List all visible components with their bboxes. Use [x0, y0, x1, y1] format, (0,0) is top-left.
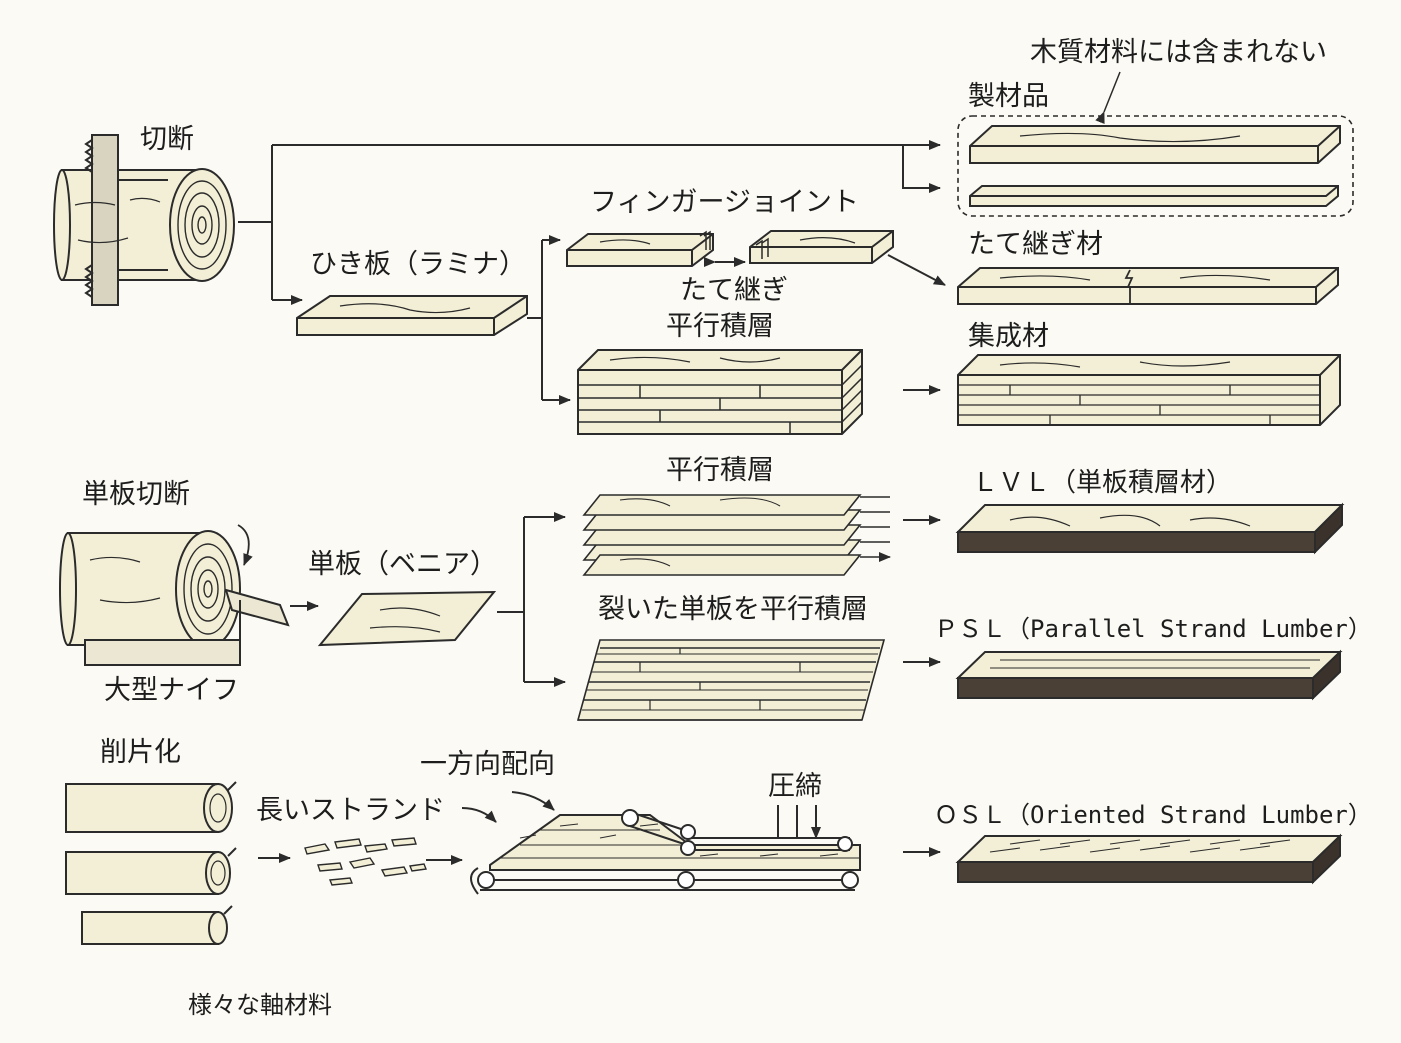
- round-timbers-icon: [65, 781, 237, 945]
- sawn-lumber-box: [957, 71, 1354, 217]
- label-osl: ＯＳＬ（Oriented Strand Lumber）: [934, 801, 1372, 829]
- label-flaking: 削片化: [100, 737, 181, 768]
- osl-board: [955, 833, 1343, 885]
- label-glulam: 集成材: [968, 321, 1049, 352]
- psl-board: [955, 649, 1343, 701]
- label-lamina: ひき板（ラミナ）: [310, 249, 526, 280]
- veneer-peeling-icon: [59, 524, 290, 666]
- label-end-joint: たて継ぎ: [680, 275, 788, 306]
- label-not-wood-material: 木質材料には含まれない: [1030, 37, 1327, 68]
- end-jointed-lumber: [957, 267, 1339, 305]
- label-end-jointed-lumber: たて継ぎ材: [968, 229, 1103, 260]
- label-long-strands: 長いストランド: [256, 795, 445, 826]
- lamina-board: [296, 295, 528, 336]
- label-various-raw-materials: 様々な軸材料: [188, 991, 332, 1019]
- psl-strand-stack: [576, 639, 886, 721]
- log-cutting-icon: [53, 134, 235, 306]
- loose-strands: [304, 837, 427, 886]
- label-sawn-lumber: 製材品: [968, 81, 1049, 112]
- label-psl: ＰＳＬ（Parallel Strand Lumber）: [934, 615, 1372, 643]
- label-finger-joint: フィンガージョイント: [590, 187, 859, 218]
- label-orientation: 一方向配向: [420, 749, 555, 780]
- label-lvl: ＬＶＬ（単板積層材）: [972, 468, 1233, 498]
- glulam-block: [957, 354, 1341, 426]
- label-parallel-lamination-1: 平行積層: [666, 311, 774, 342]
- label-parallel-lamination-2: 平行積層: [666, 455, 774, 486]
- label-cutting: 切断: [140, 124, 194, 155]
- laminated-stack: [577, 349, 863, 435]
- label-veneer-cutting: 単板切断: [82, 479, 190, 510]
- veneer-sheet: [317, 590, 497, 647]
- lvl-board: [955, 502, 1345, 555]
- label-veneer: 単板（ベニア）: [308, 549, 497, 580]
- label-large-knife: 大型ナイフ: [104, 675, 239, 706]
- finger-joint-pieces: [566, 230, 894, 267]
- label-split-veneer: 裂いた単板を平行積層: [598, 594, 868, 625]
- label-compression: 圧締: [768, 771, 822, 802]
- strand-conveyor-press: [470, 809, 861, 895]
- lvl-veneer-stack: [582, 494, 890, 576]
